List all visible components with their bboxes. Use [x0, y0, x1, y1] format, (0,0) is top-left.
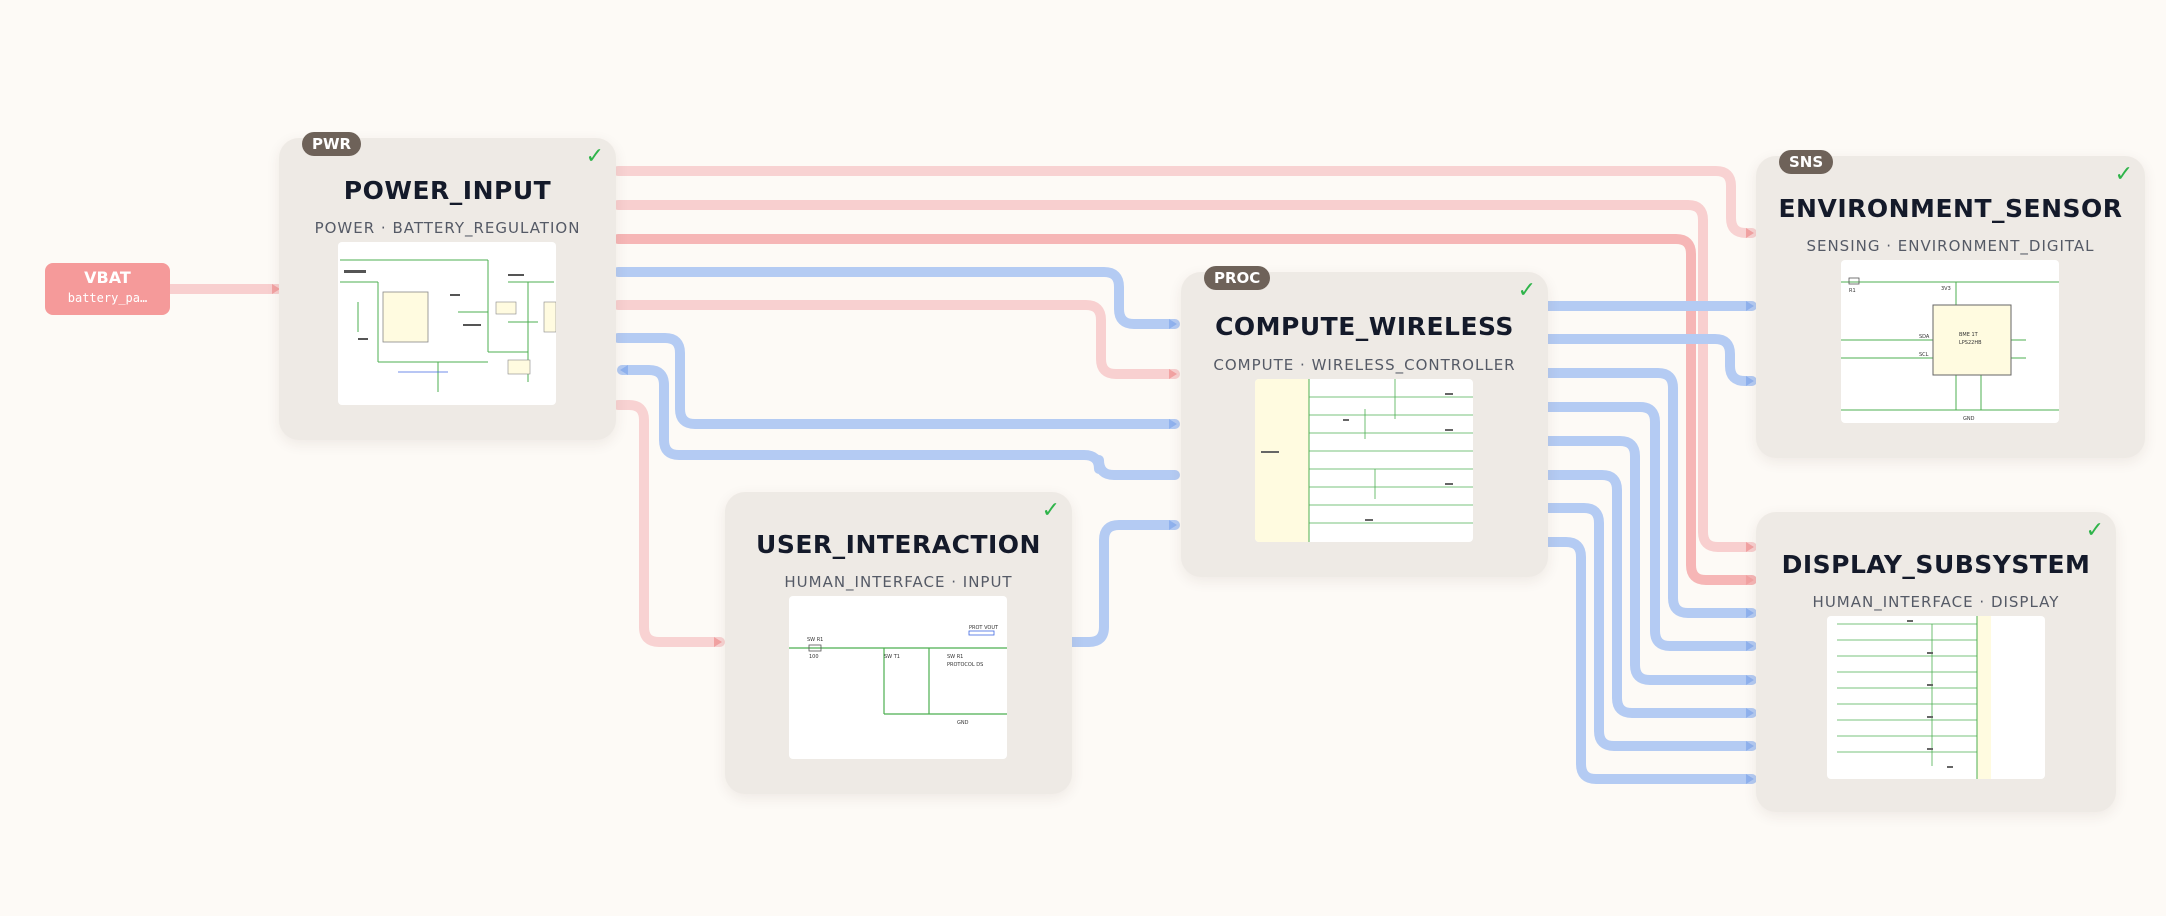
- display-subtitle: HUMAN_INTERFACE · DISPLAY: [1812, 593, 2060, 611]
- wire-user-compute: [1067, 520, 1180, 647]
- power-input-block[interactable]: PWR ✓ POWER_INPUT POWER · BATTERY_REGULA…: [279, 132, 616, 440]
- user-subtitle: HUMAN_INTERFACE · INPUT: [784, 573, 1013, 591]
- wire-power-display-2: [613, 234, 1757, 585]
- env-thumb-label-6: R1: [1849, 288, 1856, 294]
- env-schematic-thumbnail[interactable]: BME 1T LPS22HB 3V3 SDA SCL R1 GND: [1841, 260, 2059, 423]
- env-badge: SNS: [1779, 150, 1834, 174]
- compute-wireless-block[interactable]: PROC ✓ COMPUTE_WIRELESS COMPUTE · WIRELE…: [1181, 266, 1548, 577]
- vbat-port[interactable]: VBAT battery_pa…: [45, 263, 170, 315]
- display-schematic: [1837, 616, 1991, 779]
- environment-sensor-block[interactable]: SNS ✓ ENVIRONMENT_SENSOR SENSING · ENVIR…: [1756, 150, 2145, 458]
- env-title: ENVIRONMENT_SENSOR: [1778, 194, 2123, 223]
- wire-compute-display-6: [1543, 537, 1757, 784]
- display-check-icon: ✓: [2085, 518, 2104, 543]
- compute-badge: PROC: [1204, 266, 1271, 290]
- compute-schematic: [1255, 379, 1473, 542]
- wire-compute-display-3: [1543, 436, 1757, 685]
- compute-subtitle: COMPUTE · WIRELESS_CONTROLLER: [1213, 356, 1516, 374]
- display-title: DISPLAY_SUBSYSTEM: [1781, 550, 2091, 579]
- wire-power-display-1: [613, 200, 1757, 552]
- user-thumb-label-1: SW R1: [807, 637, 823, 643]
- compute-schematic-thumbnail[interactable]: [1255, 379, 1473, 542]
- user-schematic: SW R1 SW T1 SW R1 PROT VOUT 100 PROTOCOL…: [789, 625, 1007, 726]
- compute-check-icon: ✓: [1517, 278, 1536, 303]
- power-title: POWER_INPUT: [343, 176, 552, 205]
- user-thumb-label-7: GND: [957, 720, 969, 726]
- user-check-icon: ✓: [1041, 498, 1060, 523]
- env-thumb-label-3: 3V3: [1941, 286, 1951, 292]
- wire-compute-power-2: [617, 365, 1180, 480]
- user-interaction-block[interactable]: ✓ USER_INTERACTION HUMAN_INTERFACE · INP…: [725, 492, 1072, 794]
- wire-power-compute-signal: [613, 267, 1180, 329]
- wire-compute-power-1: [613, 333, 1180, 429]
- compute-title: COMPUTE_WIRELESS: [1215, 312, 1514, 341]
- user-schematic-thumbnail[interactable]: SW R1 SW T1 SW R1 PROT VOUT 100 PROTOCOL…: [789, 596, 1007, 759]
- env-subtitle: SENSING · ENVIRONMENT_DIGITAL: [1806, 237, 2095, 255]
- user-thumb-label-6: PROTOCOL DS: [947, 662, 983, 668]
- display-subsystem-block[interactable]: ✓ DISPLAY_SUBSYSTEM HUMAN_INTERFACE · DI…: [1756, 512, 2116, 812]
- wire-power-user: [613, 400, 725, 647]
- user-thumb-label-5: 100: [809, 654, 819, 660]
- env-schematic: BME 1T LPS22HB 3V3 SDA SCL R1 GND: [1841, 277, 2059, 422]
- user-thumb-label-3: SW R1: [947, 654, 963, 660]
- env-check-icon: ✓: [2114, 162, 2133, 187]
- power-check-icon: ✓: [585, 144, 604, 169]
- power-schematic: [340, 259, 556, 392]
- env-thumb-label-4: SDA: [1919, 334, 1930, 340]
- power-badge: PWR: [302, 132, 362, 156]
- env-thumb-label-2: LPS22HB: [1959, 340, 1982, 346]
- env-thumb-label-5: SCL: [1919, 352, 1929, 358]
- wire-compute-display-2: [1543, 402, 1757, 651]
- vbat-port-net: battery_pa…: [67, 291, 148, 305]
- wire-power-compute: [613, 300, 1180, 379]
- wire-compute-env-2: [1543, 334, 1757, 386]
- env-thumb-label-7: GND: [1963, 416, 1975, 422]
- user-thumb-label-4: PROT VOUT: [969, 625, 999, 631]
- power-schematic-thumbnail[interactable]: [338, 242, 556, 405]
- power-subtitle: POWER · BATTERY_REGULATION: [314, 219, 581, 237]
- wire-power-env: [613, 166, 1757, 238]
- wire-compute-display-4: [1543, 470, 1757, 718]
- wire-compute-display-5: [1543, 503, 1757, 751]
- display-schematic-thumbnail[interactable]: [1827, 616, 2045, 779]
- vbat-port-name: VBAT: [84, 268, 131, 287]
- user-thumb-label-2: SW T1: [884, 654, 900, 660]
- wire-compute-display-1: [1543, 368, 1757, 618]
- env-thumb-label-1: BME 1T: [1959, 332, 1979, 338]
- user-title: USER_INTERACTION: [756, 530, 1041, 559]
